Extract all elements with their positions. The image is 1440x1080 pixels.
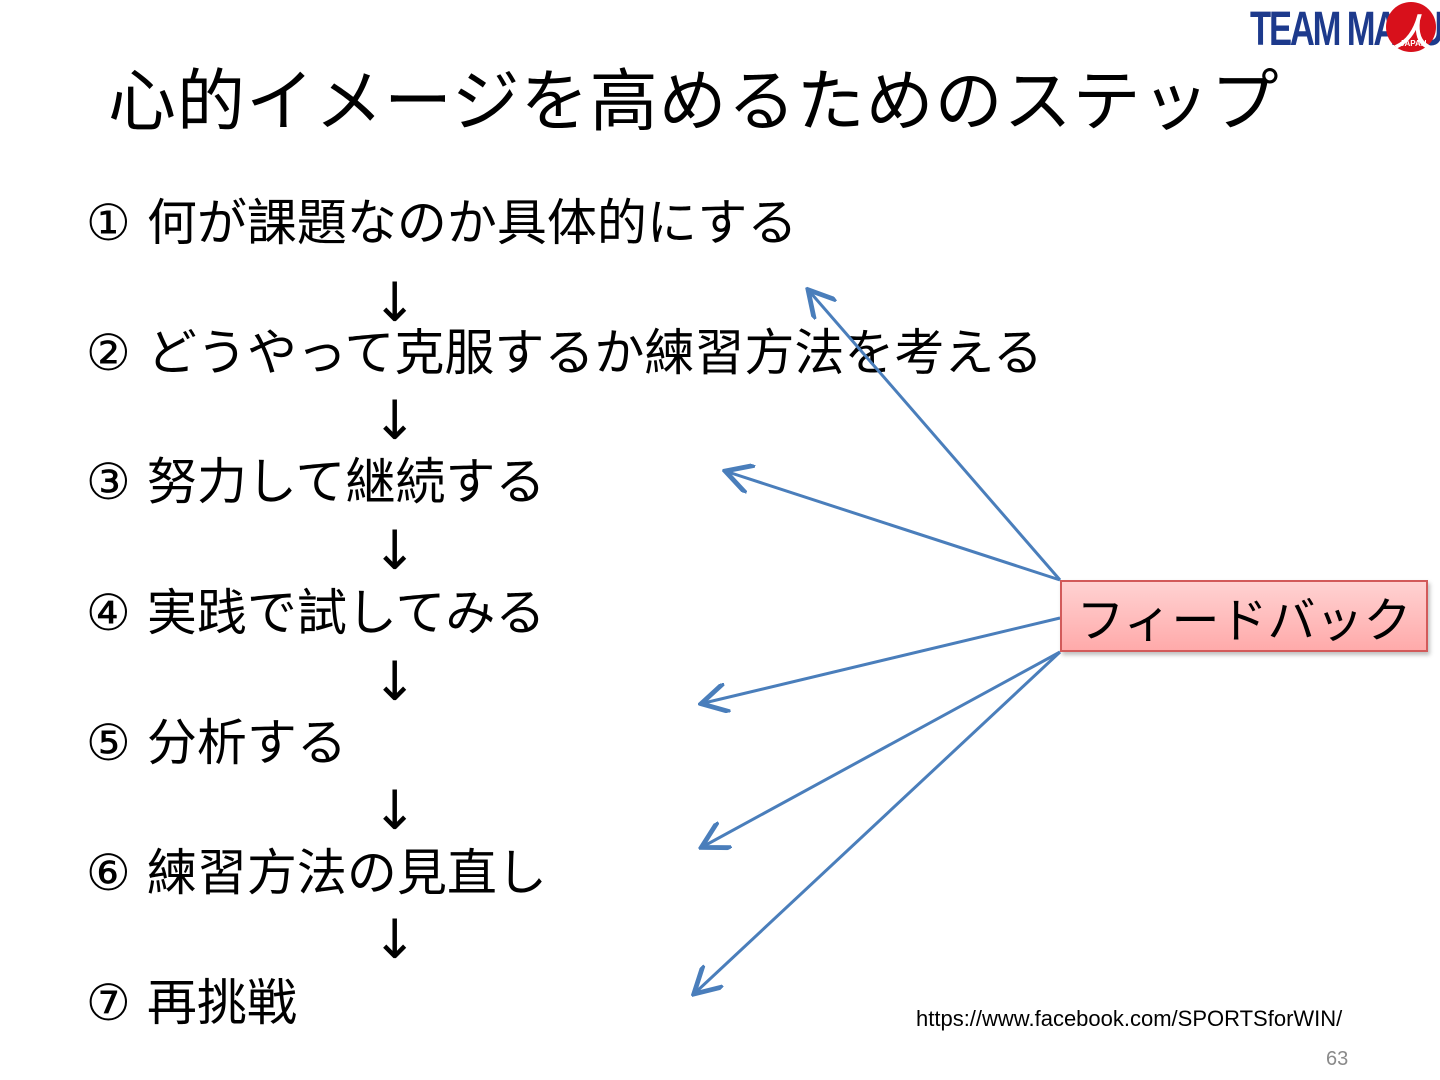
- step-number: ②: [86, 324, 131, 382]
- slide-title: 心的イメージを高めるためのステップ: [108, 63, 1280, 142]
- feedback-arrow-to-step-5: [704, 616, 1061, 703]
- step-text: 練習方法の見直し: [146, 844, 547, 902]
- down-arrow: ↓: [372, 650, 418, 713]
- logo-badge: 人 JAPAN: [1386, 2, 1436, 53]
- step-number: ⑦: [86, 974, 131, 1032]
- logo-badge-mark: 人: [1394, 12, 1431, 53]
- logo-badge-sub: JAPAN: [1400, 39, 1427, 48]
- step-number: ⑥: [86, 844, 131, 902]
- step-number: ④: [86, 584, 131, 642]
- down-arrow: ↓: [372, 389, 418, 452]
- down-arrow: ↓: [372, 779, 418, 842]
- step-number: ③: [86, 453, 131, 511]
- source-url: https://www.facebook.com/SPORTSforWIN/: [916, 1006, 1343, 1031]
- page-number: 63: [1326, 1048, 1349, 1070]
- step-number: ①: [86, 194, 131, 252]
- feedback-arrow-to-step-2: [810, 292, 1062, 581]
- feedback-box: フィードバック: [1060, 580, 1428, 652]
- step-text: どうやって克服するか練習方法を考える: [146, 324, 1043, 382]
- step-text: 再挑戦: [146, 974, 297, 1032]
- step-text: 実践で試してみる: [146, 584, 546, 642]
- feedback-arrow-to-step-7: [696, 650, 1062, 992]
- step-number: ⑤: [86, 714, 131, 772]
- step-text: 分析する: [146, 714, 347, 772]
- down-arrow: ↓: [372, 271, 418, 334]
- step-text: 何が課題なのか具体的にする: [146, 194, 798, 252]
- team-maru-logo: TEAM MARU 人 JAPAN: [1246, 2, 1440, 58]
- feedback-arrow-to-step-6: [704, 650, 1061, 846]
- down-arrow: ↓: [372, 519, 418, 582]
- step-text: 努力して継続する: [146, 453, 546, 511]
- feedback-arrow-to-step-3: [728, 472, 1061, 582]
- down-arrow: ↓: [372, 908, 418, 971]
